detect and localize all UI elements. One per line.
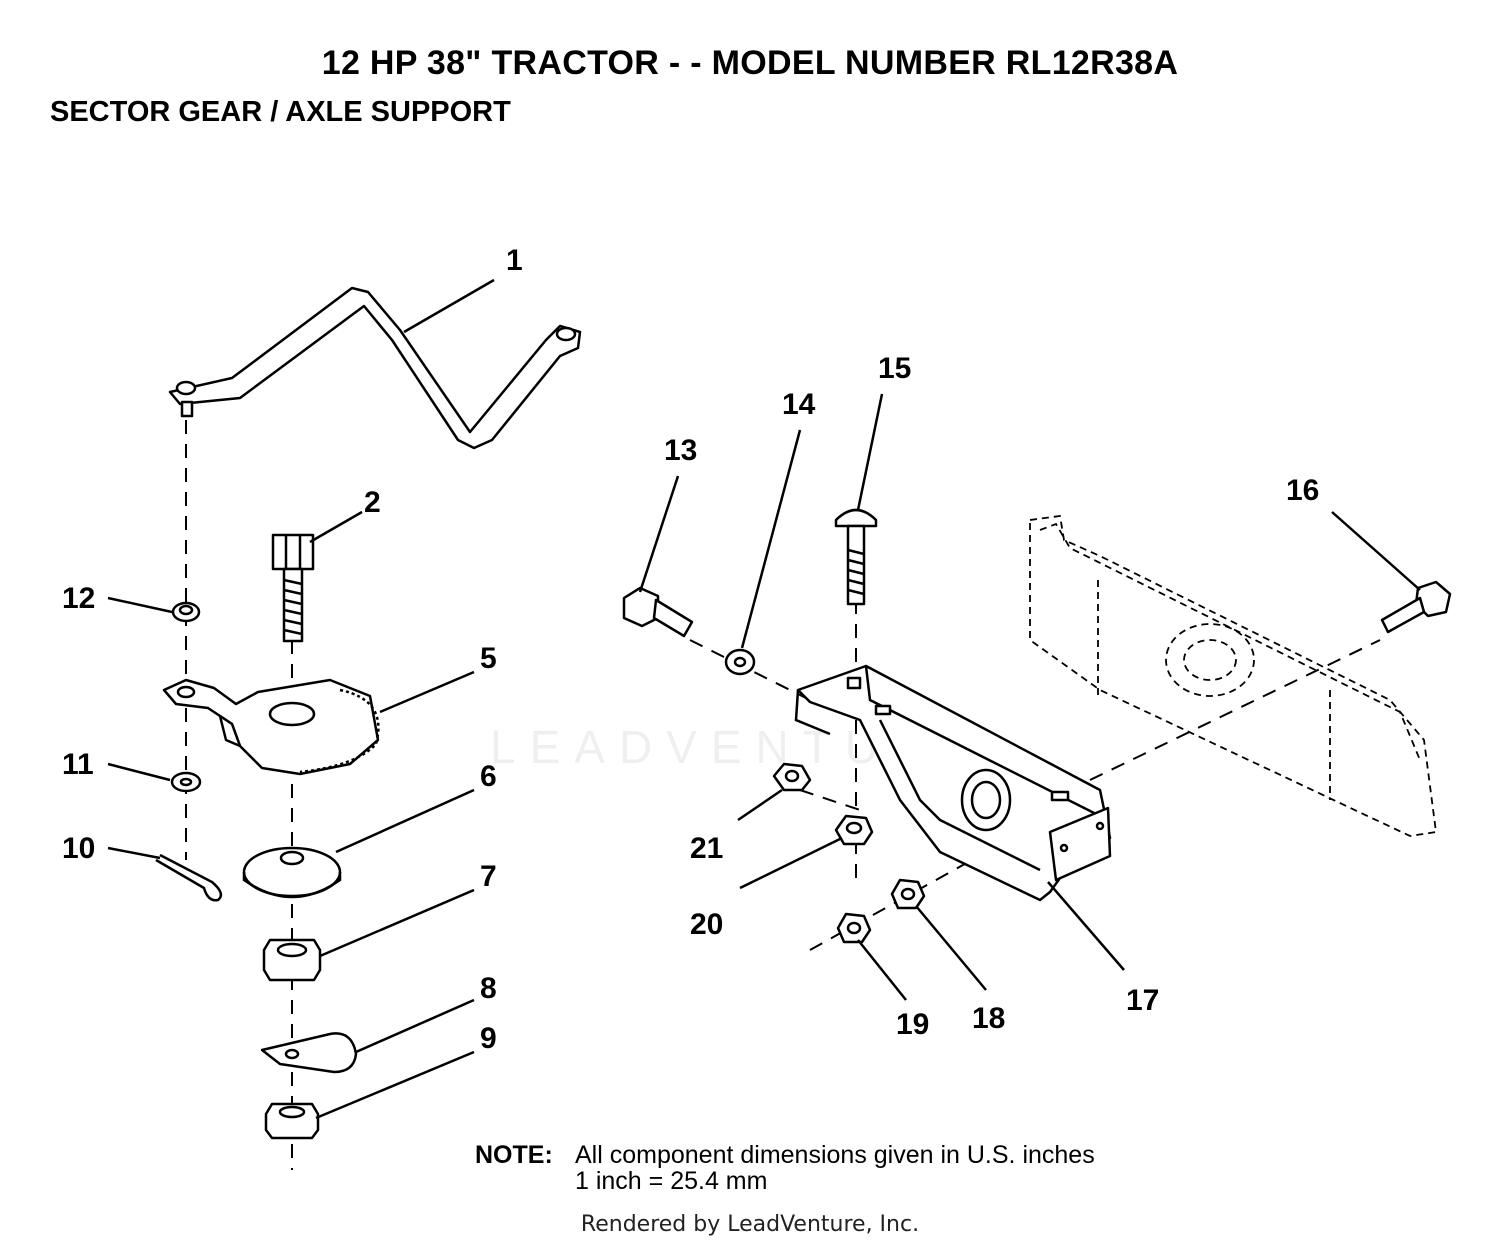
page-subtitle: SECTOR GEAR / AXLE SUPPORT <box>50 96 511 128</box>
callout-numbers: 1 2 5 6 7 8 9 10 11 12 13 14 15 16 17 18… <box>62 244 1319 1055</box>
washer-part-14 <box>724 648 756 676</box>
note-line-2: 1 inch = 25.4 mm <box>575 1167 768 1195</box>
nut-part-19 <box>836 912 872 944</box>
hex-bolt-part-16 <box>1380 580 1452 634</box>
callout-19: 19 <box>896 1008 929 1041</box>
axis-line-bolt-16 <box>1089 639 1381 781</box>
page-title: 12 HP 38" TRACTOR - - MODEL NUMBER RL12R… <box>321 44 1179 82</box>
clip-part-8 <box>260 1032 358 1074</box>
carriage-bolt-part-15 <box>834 508 878 606</box>
callout-1: 1 <box>506 244 523 277</box>
callout-11: 11 <box>62 748 94 781</box>
washer-part-11 <box>170 771 202 793</box>
callout-12: 12 <box>62 582 95 615</box>
nut-part-12 <box>171 601 201 623</box>
callout-9: 9 <box>480 1022 497 1055</box>
nut-part-21 <box>772 762 812 792</box>
callout-13: 13 <box>664 434 697 467</box>
nut-part-20 <box>834 814 874 846</box>
callout-17: 17 <box>1126 984 1159 1017</box>
callout-leader-lines <box>107 278 1421 1120</box>
callout-14: 14 <box>782 388 816 421</box>
nut-part-9 <box>264 1102 320 1140</box>
callout-21: 21 <box>690 832 723 865</box>
drag-link-part-1 <box>168 286 582 450</box>
axle-support-bracket-part-17 <box>794 664 1112 902</box>
nut-part-7 <box>262 938 322 982</box>
callout-6: 6 <box>480 760 497 793</box>
note-line-1: All component dimensions given in U.S. i… <box>575 1141 1095 1169</box>
axis-line-nut-21 <box>799 789 861 811</box>
callout-7: 7 <box>480 860 497 893</box>
hex-bolt-part-2 <box>271 533 315 643</box>
callout-10: 10 <box>62 832 95 865</box>
callout-20: 20 <box>690 908 723 941</box>
nut-part-18 <box>890 878 926 910</box>
callout-5: 5 <box>480 642 497 675</box>
callout-15: 15 <box>878 352 911 385</box>
hex-bolt-part-13 <box>622 586 694 638</box>
callout-2: 2 <box>364 486 381 519</box>
footer-credit: Rendered by LeadVenture, Inc. <box>580 1212 920 1237</box>
sector-gear-part-5 <box>162 678 380 776</box>
washer-part-6 <box>242 846 342 899</box>
cotter-pin-part-10 <box>155 853 223 902</box>
axle-phantom-outline <box>1029 514 1438 837</box>
note-label: NOTE: <box>475 1141 553 1169</box>
callout-16: 16 <box>1286 474 1319 507</box>
callout-8: 8 <box>480 972 497 1005</box>
callout-18: 18 <box>972 1002 1005 1035</box>
